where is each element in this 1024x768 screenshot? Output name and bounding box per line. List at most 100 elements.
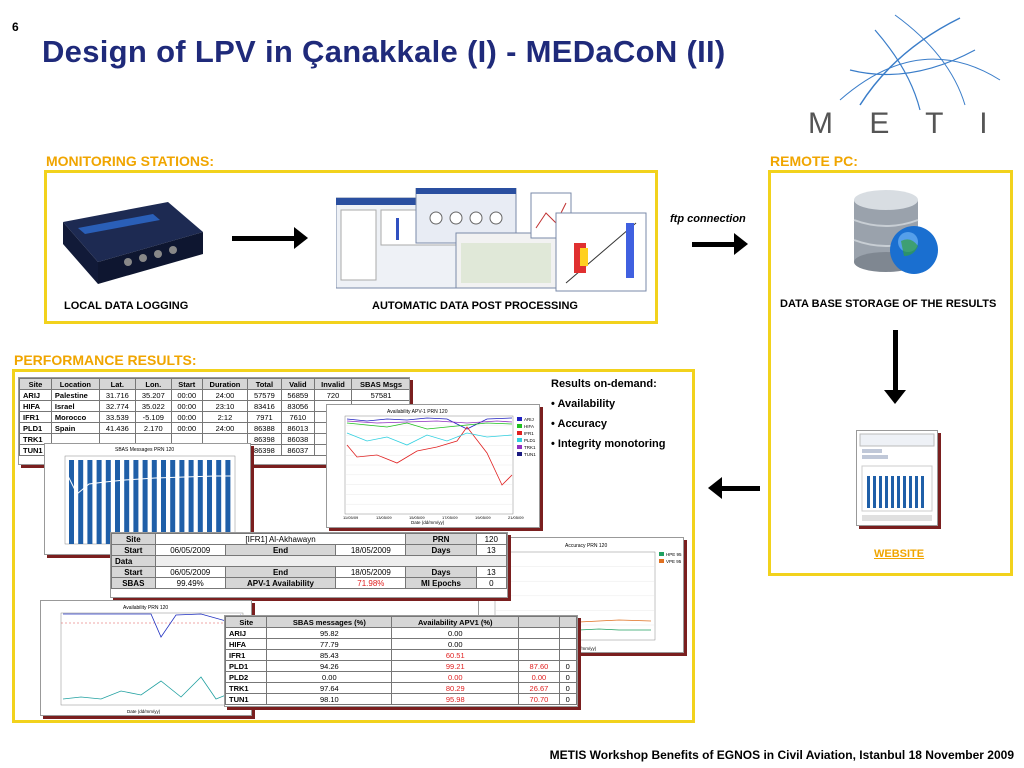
sbas-messages-chart: SBAS Messages PRN 120 (64, 447, 236, 545)
accuracy-chart-panel: Accuracy PRN 120 Date (dd/mm/yy) HPE 95 V… (478, 537, 684, 653)
detail-start-label: Start (111, 544, 156, 556)
sites-col-header: Invalid (314, 378, 352, 390)
table-cell (518, 638, 560, 650)
table-cell: 56859 (280, 389, 316, 401)
legend-swatch (517, 417, 522, 421)
bar (96, 460, 102, 544)
series-line (62, 676, 242, 700)
table-cell: 7610 (280, 411, 316, 423)
ftp-arrow-right-icon (692, 233, 748, 255)
table-cell: 2.170 (134, 422, 172, 434)
detail-apv-label: APV-1 Availability (224, 577, 337, 589)
table-cell: 31.716 (98, 389, 136, 401)
bar (197, 460, 203, 544)
small-availability-chart-title: Availability PRN 120 (123, 605, 168, 611)
x-tick-label: 11/05/09 (343, 515, 359, 520)
legend-label: HPE 95 (666, 552, 682, 557)
table-cell: 86013 (280, 422, 316, 434)
plot-area (60, 612, 244, 706)
small-availability-chart: Availability PRN 120 Date (dd/mm/yy) (60, 605, 244, 714)
table-cell: ARIJ (19, 389, 52, 401)
small-availability-date-axis-label: Date (dd/mm/yy) (127, 709, 161, 714)
table-cell: 99.21 (391, 660, 520, 672)
table-cell (558, 649, 577, 661)
table-cell: 98.10 (266, 693, 393, 705)
table-cell: IFR1 (225, 649, 268, 661)
bar (225, 460, 231, 544)
table-cell: 94.26 (266, 660, 393, 672)
series-line (346, 432, 513, 446)
website-link[interactable]: WEBSITE (874, 548, 925, 560)
detail-days-value-2: 13 (475, 566, 508, 578)
monitoring-heading: MONITORING STATIONS: (46, 153, 214, 169)
table-cell: 35.022 (134, 400, 172, 412)
table-cell: 0.00 (391, 638, 520, 650)
table-cell: 86038 (280, 433, 316, 445)
legend-swatch (517, 424, 522, 428)
detail-table: Site [IFR1] Al-Akhawayn PRN 120 Start 06… (111, 533, 508, 589)
table-cell: 77.79 (266, 638, 393, 650)
table-cell: 57581 (350, 389, 409, 401)
detail-prn-label: PRN (405, 533, 477, 545)
legend-label: VPE 95 (666, 559, 682, 564)
results-on-demand-title: Results on-demand: (551, 378, 657, 390)
ondemand-item-accuracy: • Accuracy (551, 418, 608, 430)
table-cell: IFR1 (19, 411, 52, 423)
table-cell: TUN1 (225, 693, 268, 705)
ondemand-item-integrity: • Integrity monotoring (551, 438, 666, 450)
plot-area (64, 455, 236, 545)
legend-label: IFR1 (524, 431, 534, 436)
slide-number: 6 (12, 20, 19, 34)
table-cell (558, 638, 577, 650)
table-cell: PLD1 (19, 422, 52, 434)
summary-col-header: Site (225, 616, 268, 628)
legend-swatch (659, 552, 664, 556)
bar (105, 460, 111, 544)
x-tick-label: 17/05/09 (442, 515, 458, 520)
detail-mi-value: 0 (475, 577, 508, 589)
data-logger-device-icon (58, 192, 208, 287)
table-cell: 0 (558, 671, 577, 683)
series-line (66, 473, 233, 495)
table-cell (558, 627, 577, 639)
accuracy-date-axis-label: Date (dd/mm/yy) (563, 646, 597, 651)
table-cell: Palestine (50, 389, 100, 401)
detail-apv-value: 71.98% (335, 577, 407, 589)
accuracy-chart-title: Accuracy PRN 120 (565, 543, 607, 549)
legend-swatch (517, 445, 522, 449)
small-availability-chart-panel: Availability PRN 120 Date (dd/mm/yy) (40, 600, 252, 716)
bar (207, 460, 212, 544)
website-thumbnail[interactable] (856, 430, 938, 526)
detail-prn-value: 120 (475, 533, 508, 545)
detail-end-label-2: End (224, 566, 337, 578)
table-cell: Spain (50, 422, 100, 434)
legend-swatch (517, 438, 522, 442)
table-cell: 95.82 (266, 627, 393, 639)
legend-label: HIFA (524, 424, 534, 429)
detail-sbas-label: SBAS (111, 577, 156, 589)
bar (142, 460, 148, 544)
detail-end-value-2: 18/05/2009 (335, 566, 407, 578)
table-cell: 95.98 (391, 693, 520, 705)
sites-col-header: SBAS Msgs (350, 378, 409, 390)
sites-col-header: Valid (280, 378, 316, 390)
bar (133, 460, 139, 544)
detail-data-spacer (154, 555, 508, 567)
sites-col-header: Total (247, 378, 282, 390)
arrow-right-icon (232, 227, 308, 249)
detail-mi-label: MI Epochs (405, 577, 477, 589)
bar (115, 460, 120, 544)
table-cell: 87.60 (518, 660, 560, 672)
ftp-connection-label: ftp connection (670, 213, 746, 225)
detail-days-label: Days (405, 544, 477, 556)
table-cell: Israel (50, 400, 100, 412)
table-cell: 26.67 (518, 682, 560, 694)
detail-end-value: 18/05/2009 (335, 544, 407, 556)
table-cell: 86388 (247, 422, 282, 434)
